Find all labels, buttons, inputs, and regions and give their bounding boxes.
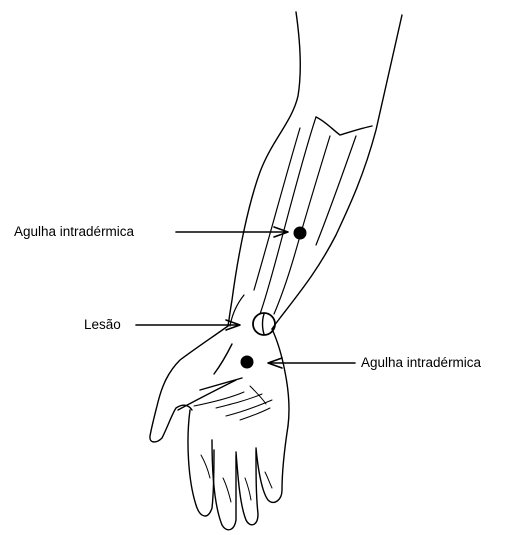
upper-needle-dot (294, 227, 307, 240)
lesion-label: Lesão (84, 318, 121, 332)
hand-outline (150, 326, 289, 442)
arm-outline (228, 12, 402, 329)
palm-creases (194, 386, 272, 420)
arrows (136, 227, 355, 368)
lower-needle-label: Agulha intradérmica (361, 356, 481, 370)
fingers (188, 410, 288, 530)
upper-needle-label: Agulha intradérmica (14, 225, 134, 239)
lesion-divider (263, 314, 265, 334)
forearm-bone-lines (230, 117, 356, 326)
lower-needle-dot (241, 356, 254, 369)
